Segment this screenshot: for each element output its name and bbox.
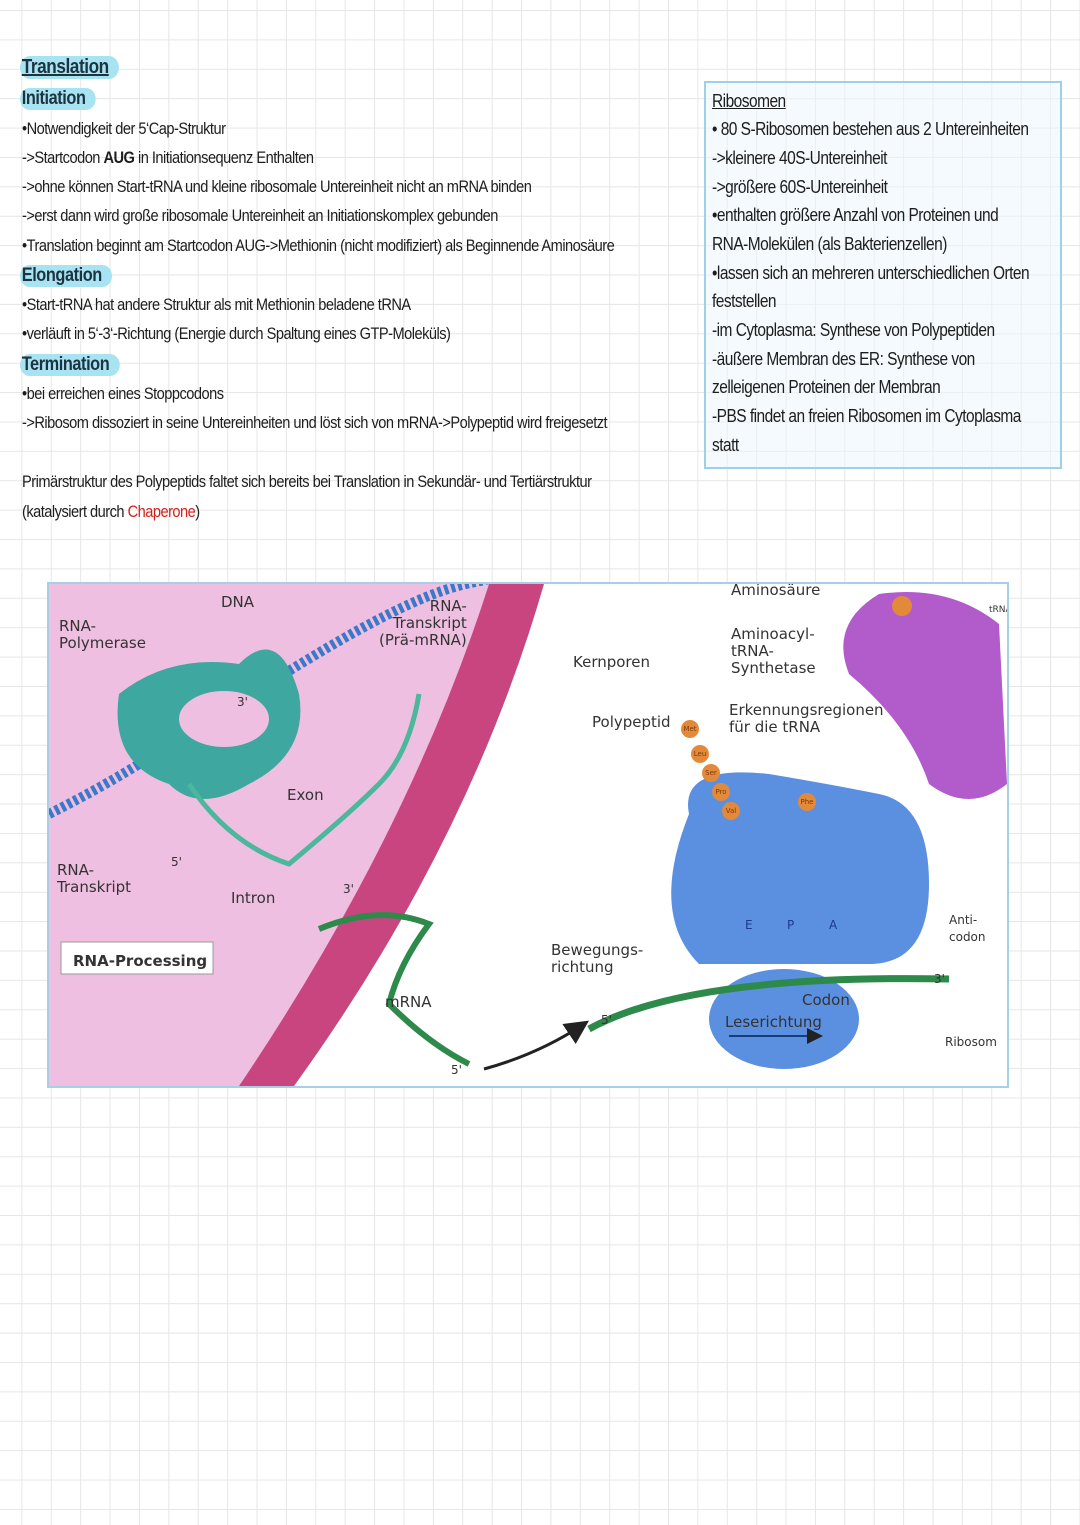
box-line: ->kleinere 40S-Untereinheit	[712, 148, 887, 168]
translation-diagram: RNA- Polymerase DNA RNA- Transkript (Prä…	[47, 582, 1009, 1088]
box-line: -PBS findet an freien Ribosomen im Cytop…	[712, 406, 1021, 426]
arrow	[483, 1020, 589, 1071]
label-3prime: 3'	[934, 972, 945, 986]
amino-acid-ball	[892, 596, 912, 616]
ribosome-large	[671, 772, 929, 964]
box-line: • 80 S-Ribosomen bestehen aus 2 Unterein…	[712, 119, 1029, 139]
box-line: ->größere 60S-Untereinheit	[712, 177, 888, 197]
box-line: -im Cytoplasma: Synthese von Polypeptide…	[712, 320, 995, 340]
note-line: •Translation beginnt am Startcodon AUG->…	[22, 236, 615, 255]
label-erkennung: Erkennungsregionen für die tRNA	[729, 701, 884, 736]
label-3prime: 3'	[343, 882, 354, 896]
startcodon-bold: AUG	[103, 148, 135, 167]
box-line: zelleigenen Proteinen der Membran	[712, 377, 941, 397]
label-5prime: 5'	[601, 1013, 612, 1027]
label-rna-processing: RNA-Processing	[73, 952, 208, 970]
amino-acid-val: Val	[722, 802, 740, 820]
nuclear-membrane	[239, 584, 544, 1086]
amino-acid-leu: Leu	[691, 745, 709, 763]
site-e: E	[745, 918, 753, 932]
label-ribosom: Ribosom	[945, 1035, 997, 1049]
diagram-art	[49, 584, 1007, 1086]
rna-processing-box	[60, 941, 214, 975]
label-kernporen: Kernporen	[573, 653, 650, 671]
amino-acid-met: Met	[681, 720, 699, 738]
note-line: ->erst dann wird große ribosomale Untere…	[22, 206, 498, 225]
mrna-ribosome	[587, 975, 950, 1033]
amino-acid-pro: Pro	[712, 783, 730, 801]
mrna-strand	[317, 912, 471, 1067]
note-line: ->ohne können Start-tRNA und kleine ribo…	[22, 177, 532, 196]
label-mrna: mRNA	[385, 993, 432, 1011]
note-line: •verläuft in 5‘-3‘-Richtung (Energie dur…	[22, 324, 451, 343]
page-title: Translation	[20, 56, 120, 79]
note-text: in Initiationsequenz Enthalten	[134, 148, 314, 167]
heading-initiation: Initiation	[20, 88, 96, 110]
label-5prime: 5'	[451, 1063, 462, 1077]
chaperone-highlight: Chaperone	[127, 502, 196, 521]
label-exon: Exon	[287, 786, 324, 804]
label-codon: Codon	[802, 991, 850, 1009]
label-trna: tRNA	[989, 605, 1007, 615]
note-line: ->Ribosom dissoziert in seine Untereinhe…	[22, 413, 608, 432]
note-line: Primärstruktur des Polypeptids faltet si…	[22, 472, 592, 491]
label-3prime: 3'	[237, 695, 248, 709]
rna-transcript	[186, 693, 422, 867]
amino-acid-phe: Phe	[798, 793, 816, 811]
transcription-bubble	[179, 691, 269, 747]
note-line: (katalysiert durch Chaperone)	[22, 502, 200, 522]
heading-termination: Termination	[20, 354, 120, 376]
box-line: feststellen	[712, 291, 777, 311]
label-rna-transkript-top: RNA- Transkript (Prä-mRNA)	[379, 597, 467, 649]
box-line: -äußere Membran des ER: Synthese von	[712, 349, 975, 369]
site-p: P	[787, 918, 795, 932]
box-line: statt	[712, 435, 739, 455]
label-synthetase: Aminoacyl- tRNA- Synthetase	[731, 625, 816, 677]
label-polypeptid: Polypeptid	[592, 713, 671, 731]
note-text: )	[195, 502, 200, 521]
label-dna: DNA	[221, 593, 255, 611]
box-line: •enthalten größere Anzahl von Proteinen …	[712, 205, 999, 225]
box-title: Ribosomen	[712, 91, 786, 111]
amino-acid-ser: Ser	[702, 764, 720, 782]
note-text: ->Startcodon	[22, 148, 104, 167]
note-line: •Start-tRNA hat andere Struktur als mit …	[22, 295, 411, 314]
box-line: RNA-Molekülen (als Bakterienzellen)	[712, 234, 947, 254]
ribosome-small	[709, 969, 859, 1069]
label-aminosaeure: Aminosäure	[731, 582, 821, 599]
heading-elongation: Elongation	[20, 265, 113, 287]
note-text: (katalysiert durch	[22, 502, 128, 521]
label-rna-polymerase: RNA- Polymerase	[59, 617, 146, 652]
box-line: •lassen sich an mehreren unterschiedlich…	[712, 263, 1030, 283]
label-intron: Intron	[231, 889, 276, 907]
label-rna-transkript: RNA- Transkript	[57, 861, 132, 896]
label-bewegung: Bewegungs- richtung	[551, 941, 644, 976]
synthetase-shape	[843, 592, 1007, 799]
note-line: ->Startcodon AUG in Initiationsequenz En…	[22, 148, 314, 168]
label-leserichtung: Leserichtung	[725, 1013, 822, 1031]
note-line: •bei erreichen eines Stoppcodons	[22, 384, 224, 403]
label-anticodon: Anti- codon	[949, 913, 986, 944]
ribosomen-box: Ribosomen • 80 S-Ribosomen bestehen aus …	[704, 81, 1062, 469]
site-a: A	[829, 918, 838, 932]
label-5prime: 5'	[171, 855, 182, 869]
note-line: •Notwendigkeit der 5‘Cap-Struktur	[22, 119, 226, 138]
